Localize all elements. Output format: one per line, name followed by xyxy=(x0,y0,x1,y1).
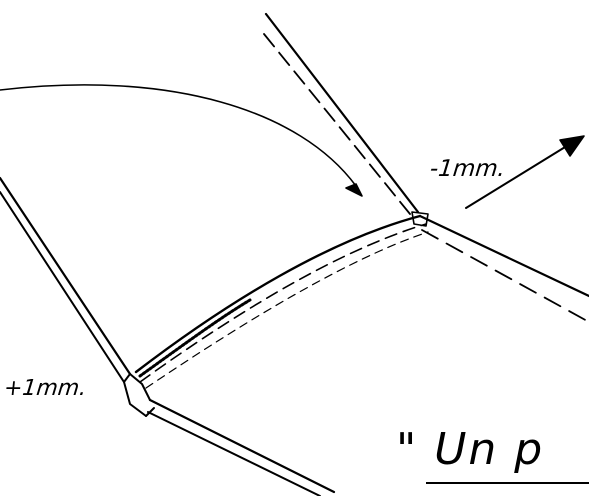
caption-underline xyxy=(426,482,589,484)
minus-offset-label: -1mm. xyxy=(428,156,507,182)
upper-panel-edge xyxy=(263,12,420,215)
plus-offset-label: +1mm. xyxy=(2,376,88,401)
right-panel-edge xyxy=(418,214,589,323)
caption-text: " Un p xyxy=(396,424,545,475)
left-panel-outline xyxy=(0,176,132,383)
curved-arrow xyxy=(0,84,363,197)
tab-block xyxy=(123,373,155,417)
fold-curve xyxy=(134,214,429,389)
apex-corner xyxy=(411,211,429,227)
straight-arrow xyxy=(465,135,585,209)
bottom-panel-edge xyxy=(147,398,336,497)
